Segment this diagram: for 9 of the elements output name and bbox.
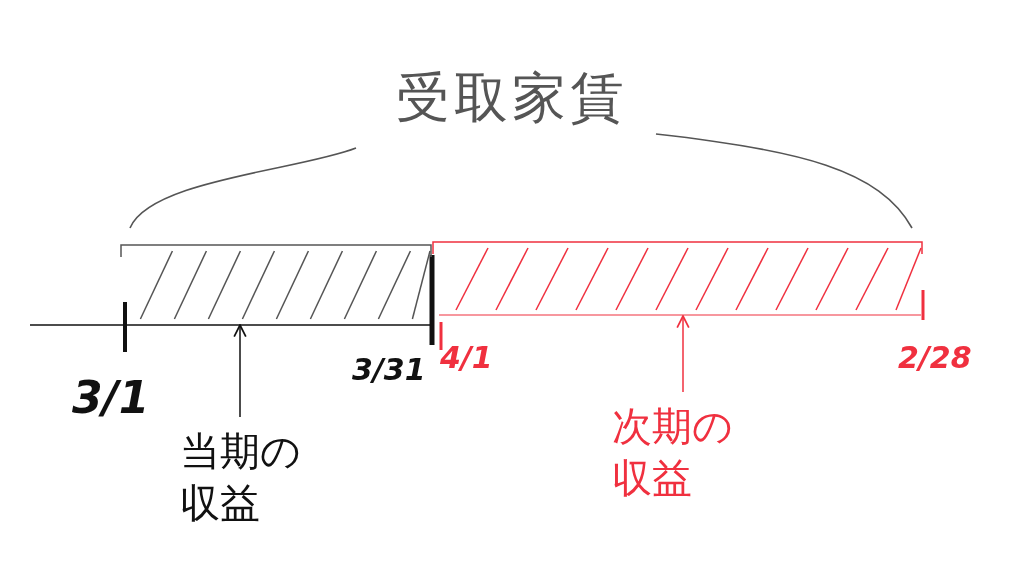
date-label: 4/1 [440,340,493,375]
date-label: 3/1 [72,372,150,423]
arrow [233,324,247,418]
period-label: 次期の収益 [612,402,734,503]
period-label: 当期の収益 [180,427,302,528]
title: 受取家賃 [395,65,629,131]
arrow [676,315,690,393]
date-label: 3/31 [352,352,426,387]
date-label: 2/28 [898,340,972,375]
